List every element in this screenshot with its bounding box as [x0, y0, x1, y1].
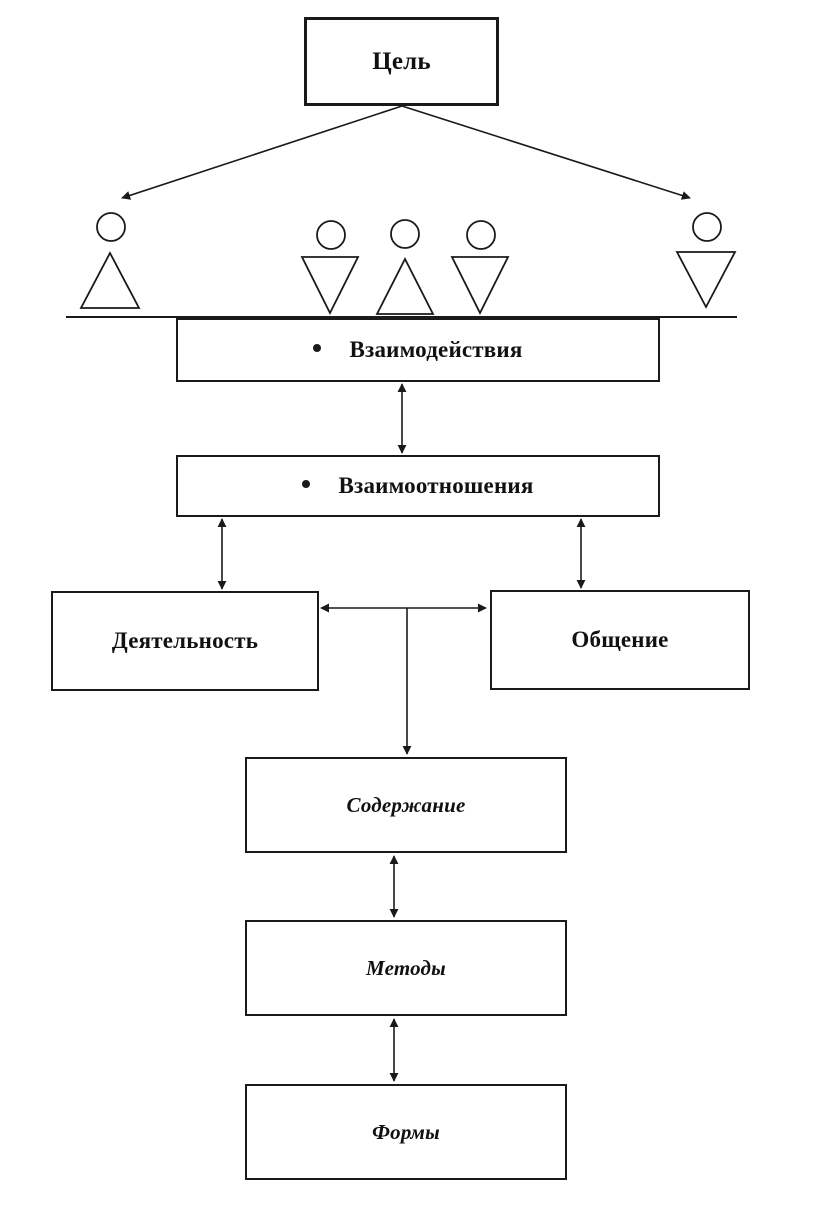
participant-head-4	[466, 220, 496, 250]
participant-body-3-triangle-up	[375, 257, 435, 315]
bullet-icon	[313, 344, 322, 352]
interaction-label: Взаимодействия	[349, 337, 523, 362]
participant-body-1-triangle-up	[79, 251, 141, 309]
relations-box: Взаимоотношения	[176, 455, 660, 517]
forms-label: Формы	[372, 1119, 440, 1144]
forms-box: Формы	[245, 1084, 567, 1180]
participant-head-3	[390, 219, 420, 249]
goal-box: Цель	[304, 17, 499, 106]
methods-label: Методы	[366, 955, 446, 980]
participant-head-5	[692, 212, 722, 242]
relations-label: Взаимоотношения	[338, 473, 534, 498]
communication-label: Общение	[571, 627, 669, 652]
activity-label: Деятельность	[111, 628, 259, 653]
content-box: Содержание	[245, 757, 567, 853]
activity-box: Деятельность	[51, 591, 319, 691]
participant-head-1	[96, 212, 126, 242]
communication-box: Общение	[490, 590, 750, 690]
participant-head-2	[316, 220, 346, 250]
methods-box: Методы	[245, 920, 567, 1016]
participant-body-5-triangle-down	[675, 251, 737, 309]
participant-body-4-triangle-down	[450, 256, 510, 316]
goal-label: Цель	[372, 47, 431, 75]
arrow-goal-right	[401, 105, 691, 200]
arrow-goal-left	[121, 105, 403, 200]
interaction-box: Взаимодействия	[176, 318, 660, 382]
content-label: Содержание	[346, 792, 466, 817]
bullet-icon	[302, 480, 311, 488]
participant-body-2-triangle-down	[300, 256, 360, 316]
